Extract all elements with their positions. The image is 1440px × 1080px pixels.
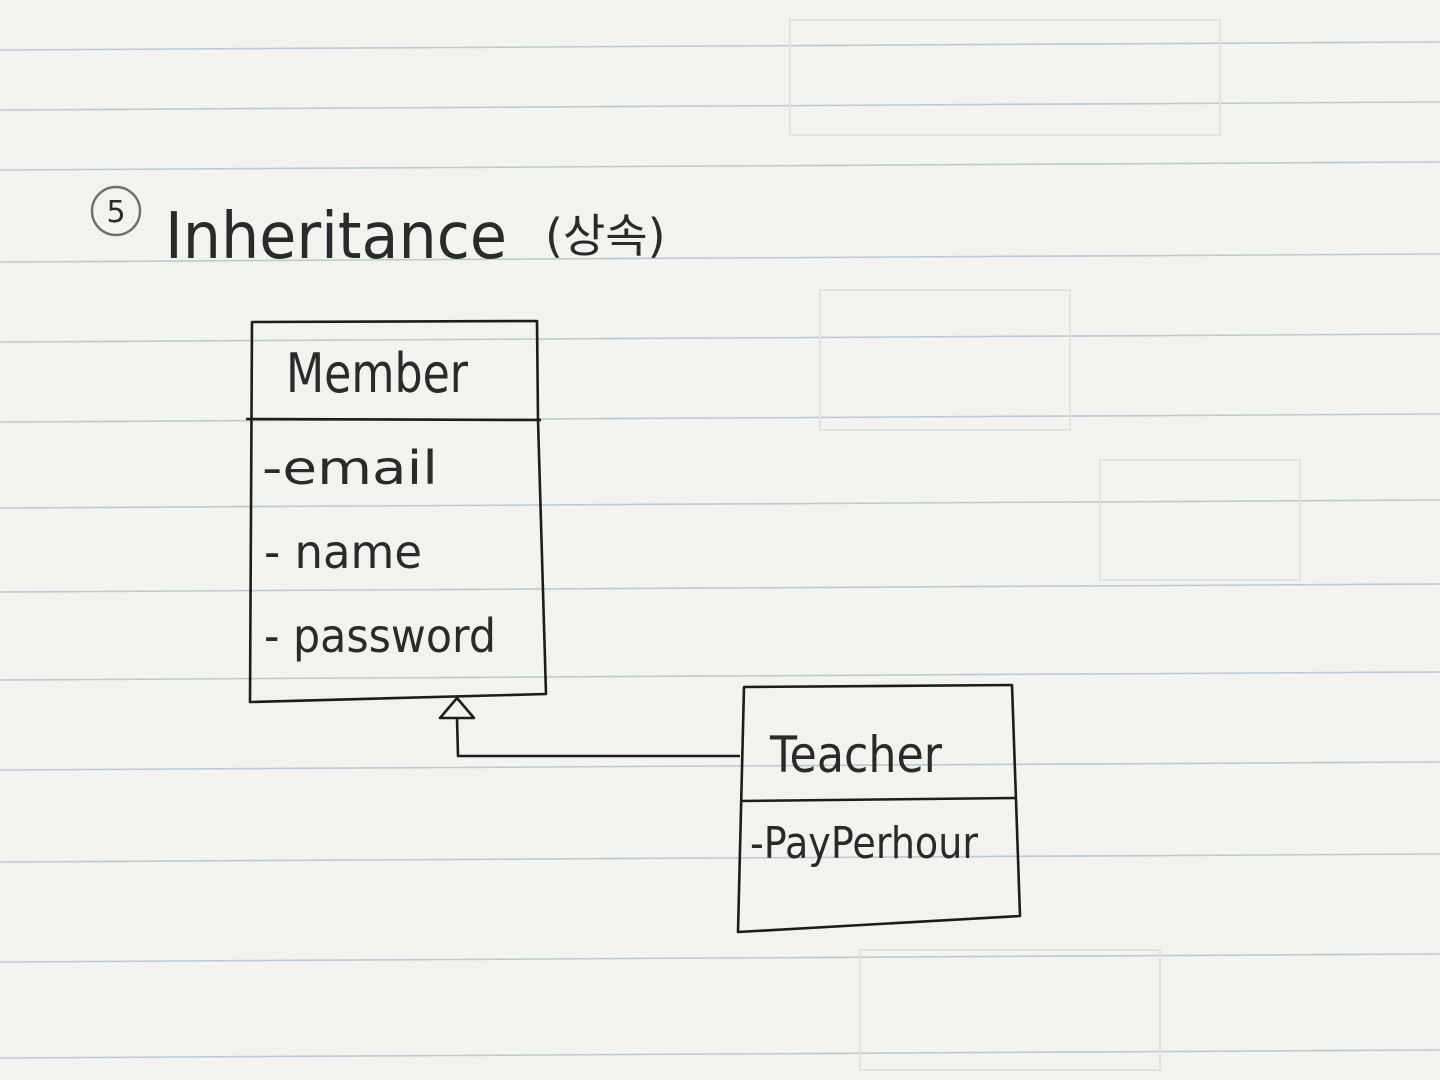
heading-note: (상속) xyxy=(545,209,666,263)
class-member-border xyxy=(248,319,548,704)
class-member-attr-name: - name xyxy=(264,525,422,579)
show-through-marks xyxy=(789,19,1301,1071)
class-teacher-attr-payperhour: -PayPerhour xyxy=(750,818,979,869)
ruled-lines xyxy=(0,41,1440,1059)
class-member-attr-email: -email xyxy=(262,441,438,495)
class-teacher-border xyxy=(736,683,1022,934)
class-member-attr-password: - password xyxy=(264,609,496,663)
class-member-divider xyxy=(245,417,542,422)
circled-number-icon xyxy=(90,185,142,237)
heading-number: 5 xyxy=(106,195,125,230)
heading: 5 Inheritance (상속) xyxy=(90,185,666,274)
inheritance-arrow xyxy=(438,696,740,758)
class-teacher: Teacher -PayPerhour xyxy=(736,683,1022,934)
class-member-name: Member xyxy=(286,342,469,405)
class-teacher-divider xyxy=(739,796,1017,803)
class-member: Member -email - name - password xyxy=(245,319,548,704)
hollow-triangle-arrowhead-icon xyxy=(438,696,476,720)
class-teacher-name: Teacher xyxy=(769,726,942,784)
inheritance-connector xyxy=(455,717,740,758)
heading-title: Inheritance xyxy=(165,200,507,274)
